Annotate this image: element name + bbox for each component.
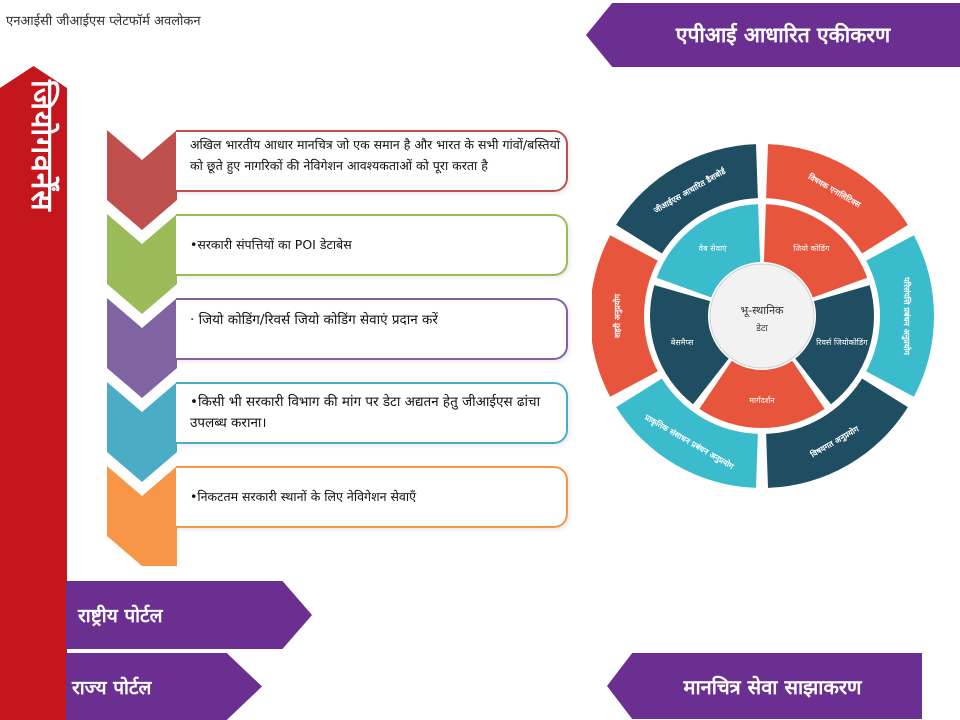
wheel-inner-segment bbox=[763, 204, 868, 298]
map-service-sharing-banner: मानचित्र सेवा साझाकरण bbox=[607, 653, 922, 719]
step-text: •निकटतम सरकारी स्थानों के लिए नेविगेशन स… bbox=[190, 489, 417, 504]
wheel-outer-segment bbox=[766, 378, 908, 488]
wheel-outer-segment bbox=[866, 235, 934, 397]
wheel-inner-segment bbox=[650, 285, 729, 405]
wheel-inner-label: मार्गदर्शन bbox=[749, 395, 775, 405]
wheel-outer-segment bbox=[616, 144, 758, 254]
step-chevron bbox=[107, 382, 177, 482]
wheel-inner-segment bbox=[656, 204, 761, 298]
step-box: · जियो कोडिंग/रिवर्स जियो कोडिंग सेवाएं … bbox=[176, 298, 568, 360]
wheel-outer-ring bbox=[592, 144, 934, 488]
wheel-center-line2: डेटा bbox=[755, 322, 768, 334]
step-chevron bbox=[107, 466, 177, 566]
step-text: •सरकारी संपत्तियों का POI डेटाबेस bbox=[190, 237, 352, 252]
wheel-outer-segment bbox=[616, 378, 758, 488]
wheel-inner-ring bbox=[650, 204, 874, 428]
wheel-outer-segment bbox=[592, 235, 658, 397]
step-text: · जियो कोडिंग/रिवर्स जियो कोडिंग सेवाएं … bbox=[190, 312, 438, 328]
wheel-outer-segment bbox=[766, 144, 908, 254]
wheel-inner-label: वेब सेवाएं bbox=[699, 243, 727, 253]
api-integration-banner: एपीआई आधारित एकीकरण bbox=[586, 3, 960, 67]
wheel-inner-segment bbox=[699, 360, 825, 428]
step-box: •निकटतम सरकारी स्थानों के लिए नेविगेशन स… bbox=[176, 466, 568, 528]
step-chevron bbox=[107, 298, 177, 398]
step-box: •सरकारी संपत्तियों का POI डेटाबेस bbox=[176, 214, 568, 276]
geogovernance-bar bbox=[0, 66, 67, 720]
step-box: •किसी भी सरकारी विभाग की मांग पर डेटा अद… bbox=[176, 382, 568, 444]
step-box: अखिल भारतीय आधार मानचित्र जो एक समान है … bbox=[176, 130, 568, 192]
wheel-inner-segment bbox=[795, 285, 874, 405]
wheel-outer-label: परिसंपत्ति प्रबंधन अनुप्रयोग bbox=[901, 276, 912, 355]
state-portal-tag: राज्य पोर्टल bbox=[66, 653, 262, 720]
step-text: •किसी भी सरकारी विभाग की मांग पर डेटा अद… bbox=[190, 394, 541, 431]
geogovernance-label: जियोगवर्नेंस bbox=[24, 80, 59, 212]
step-chevron bbox=[107, 130, 177, 230]
wheel-center bbox=[709, 263, 815, 369]
step-chevron bbox=[107, 214, 177, 314]
wheel-inner-label: बेसमैप्स bbox=[671, 337, 694, 347]
wheel-center-line1: भू-स्थानिक bbox=[740, 304, 784, 318]
wheel-inner-label: रिवर्स जियोकोडिंग bbox=[816, 337, 868, 347]
step-text: अखिल भारतीय आधार मानचित्र जो एक समान है … bbox=[190, 137, 560, 173]
national-portal-tag: राष्ट्रीय पोर्टल bbox=[66, 581, 312, 649]
wheel-inner-label: जियो कोडिंग bbox=[793, 243, 830, 253]
wheel-outer-label: शहरी अनुप्रयोग bbox=[612, 293, 623, 338]
geospatial-wheel: भू-स्थानिक डेटा विषयक एनालिटिक्सपरिसंपत्… bbox=[592, 144, 934, 488]
page-title: एनआईसी जीआईएस प्लेटफॉर्म अवलोकन bbox=[6, 14, 201, 29]
